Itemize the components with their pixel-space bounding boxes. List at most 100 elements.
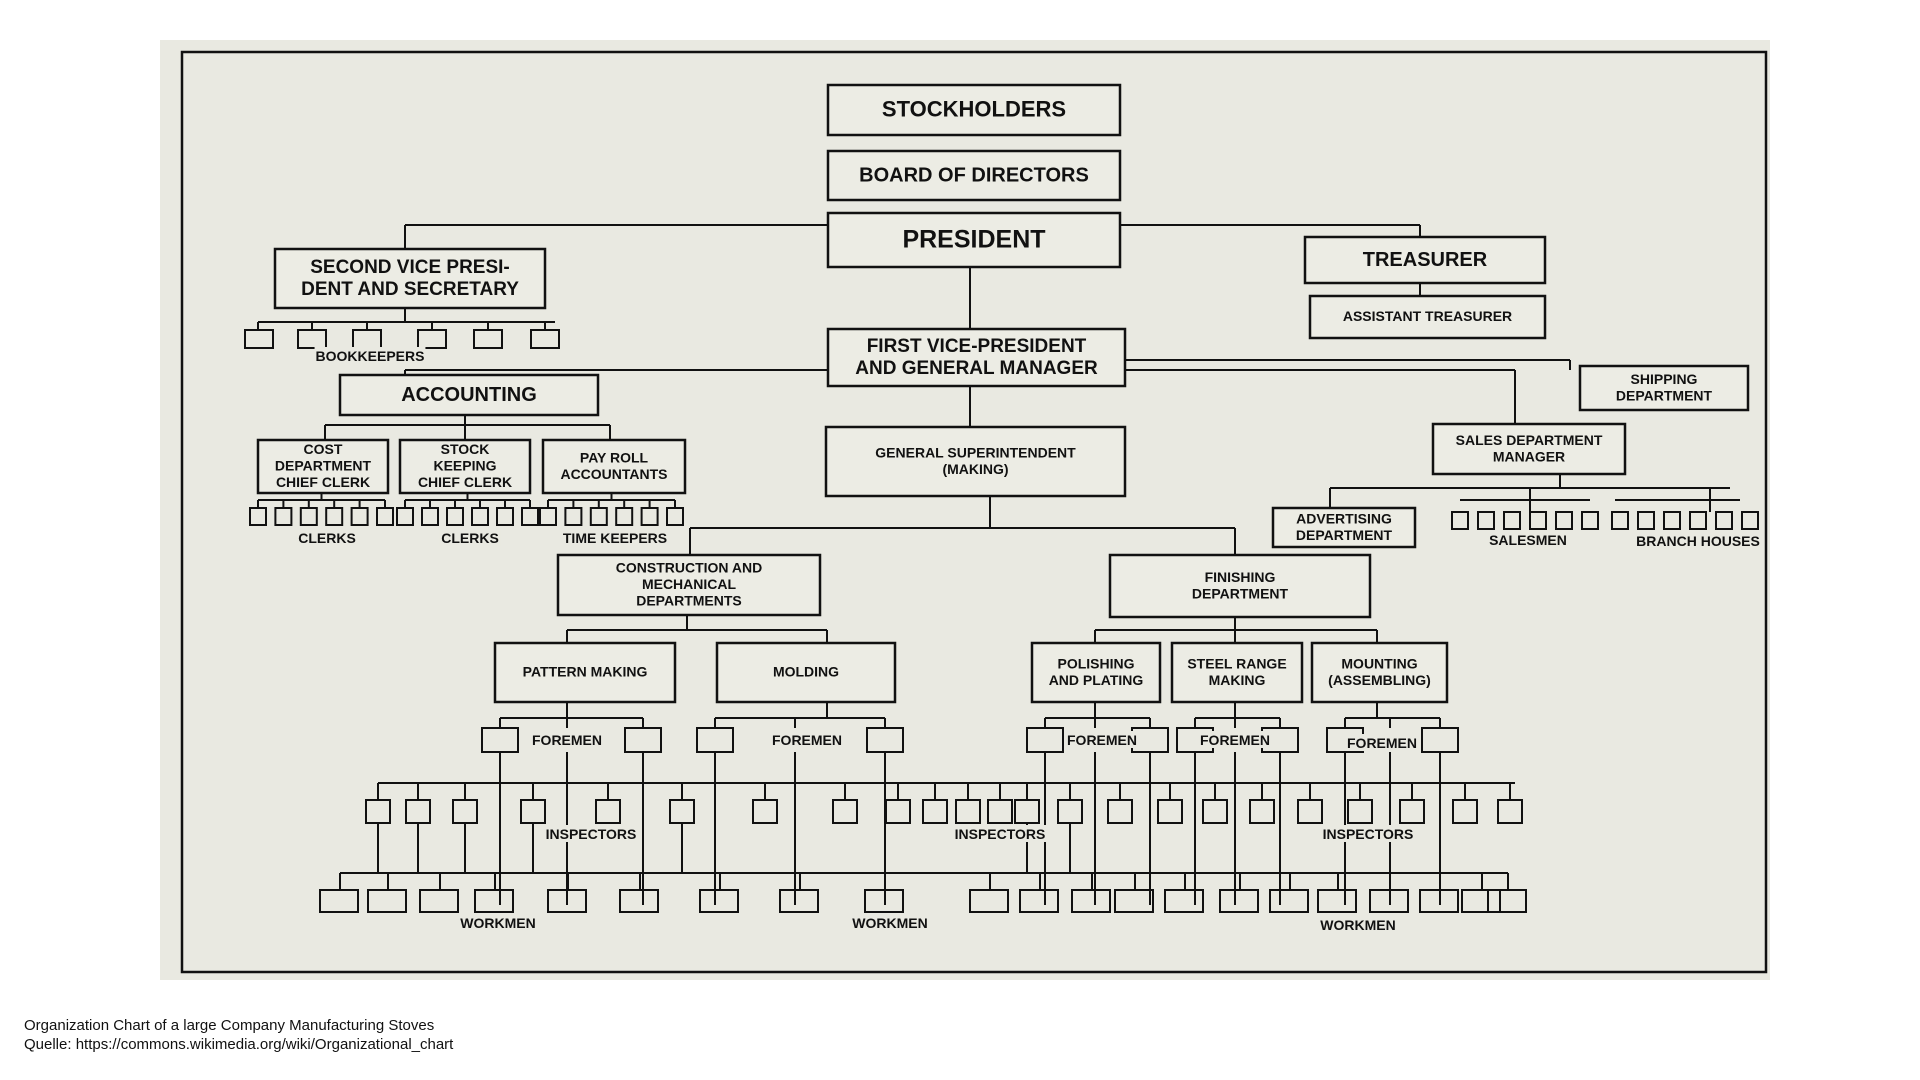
label-inspectors-3: INSPECTORS — [1323, 826, 1414, 842]
box-frame — [1108, 553, 1372, 619]
salesman-box — [1451, 511, 1469, 530]
box-label: SALES DEPARTMENT — [1456, 432, 1603, 448]
bookkeeper-box — [473, 329, 503, 349]
box-label: MANAGER — [1493, 448, 1565, 464]
box-label: CHIEF CLERK — [276, 474, 370, 490]
branch-house-box — [1663, 511, 1681, 530]
box-president: PRESIDENT — [826, 211, 1122, 269]
clerk-box — [539, 507, 557, 526]
inspector-box — [1249, 799, 1275, 824]
label-foremen-5: FOREMEN — [1347, 735, 1417, 751]
label-foremen-3: FOREMEN — [1067, 732, 1137, 748]
box-label: GENERAL SUPERINTENDENT — [875, 444, 1076, 460]
label-bg — [1632, 532, 1764, 549]
clerk-box — [325, 507, 344, 526]
label-bg — [540, 825, 642, 842]
clerk-box — [274, 507, 293, 526]
salesman-box — [1555, 511, 1573, 530]
box-frame — [1431, 422, 1627, 476]
bookkeeper-box — [297, 329, 327, 349]
workman-box — [319, 889, 359, 913]
label-workmen-2: WORKMEN — [852, 915, 927, 931]
inspector-box — [922, 799, 948, 824]
label-bg — [1487, 531, 1569, 548]
bookkeeper-box — [530, 329, 560, 349]
workman-box — [547, 889, 587, 913]
label-bg — [1322, 916, 1394, 933]
inspector-box — [1399, 799, 1425, 824]
inspector-box — [1014, 799, 1040, 824]
bookkeeper-box — [352, 329, 382, 349]
box-label: COST — [304, 441, 343, 457]
inspector-box — [885, 799, 911, 824]
workman-box — [969, 889, 1009, 913]
clerk-box — [521, 507, 539, 526]
box-frame — [493, 641, 677, 704]
workman-box — [1369, 889, 1409, 913]
inspector-box — [752, 799, 778, 824]
foreman-box — [1026, 727, 1064, 753]
box-second-vp: SECOND VICE PRESI-DENT AND SECRETARY — [273, 247, 547, 310]
label-bg — [949, 825, 1051, 842]
box-treasurer: TREASURER — [1303, 235, 1547, 285]
box-label: ASSISTANT TREASURER — [1343, 308, 1512, 324]
label-bg — [531, 731, 603, 748]
box-label: STOCK — [441, 441, 490, 457]
box-frame — [715, 641, 897, 704]
box-label: CONSTRUCTION AND — [616, 560, 762, 576]
box-label: SECOND VICE PRESI- — [310, 257, 510, 278]
box-gen-super: GENERAL SUPERINTENDENT(MAKING) — [824, 425, 1127, 498]
box-label: STEEL RANGE — [1187, 655, 1286, 671]
clerk-box — [249, 507, 267, 526]
salesman-box — [1503, 511, 1521, 530]
workman-box — [419, 889, 459, 913]
workman-box — [864, 889, 904, 913]
box-frame — [826, 83, 1122, 137]
label-foremen-4: FOREMEN — [1200, 732, 1270, 748]
caption-source: Quelle: https://commons.wikimedia.org/wi… — [24, 1036, 454, 1053]
caption: Organization Chart of a large Company Ma… — [24, 1016, 453, 1054]
box-label: DEPARTMENT — [1296, 527, 1393, 543]
box-frame — [1578, 364, 1750, 412]
label-bg — [462, 914, 534, 931]
inspector-box — [1057, 799, 1083, 824]
box-frame — [1030, 641, 1162, 704]
label-foremen-1: FOREMEN — [532, 732, 602, 748]
label-bg — [1317, 825, 1419, 842]
workman-box — [1419, 889, 1459, 913]
box-label: FIRST VICE-PRESIDENT — [867, 336, 1087, 357]
box-frame — [541, 438, 687, 495]
box-frame — [826, 149, 1122, 202]
box-label: DEPARTMENTS — [636, 593, 742, 609]
box-label: DEPARTMENT — [1192, 585, 1289, 601]
label-workmen-1: WORKMEN — [460, 915, 535, 931]
workman-box — [1019, 889, 1059, 913]
clerk-box — [496, 507, 514, 526]
foreman-box — [481, 727, 519, 753]
salesman-box — [1477, 511, 1495, 530]
box-label: PATTERN MAKING — [523, 664, 648, 680]
inspector-box — [452, 799, 478, 824]
box-frame — [256, 438, 390, 495]
caption-title: Organization Chart of a large Company Ma… — [24, 1017, 435, 1034]
box-board: BOARD OF DIRECTORS — [826, 149, 1122, 202]
label-bookkeepers: BOOKKEEPERS — [316, 348, 425, 364]
label-bg — [1346, 734, 1418, 751]
clerk-box — [396, 507, 414, 526]
inspector-box — [365, 799, 391, 824]
box-label: MOLDING — [773, 664, 839, 680]
label-workmen-3: WORKMEN — [1320, 917, 1395, 933]
box-frame — [1170, 641, 1304, 704]
box-frame — [338, 373, 600, 417]
box-accounting: ACCOUNTING — [338, 373, 600, 417]
clerk-box — [666, 507, 684, 526]
